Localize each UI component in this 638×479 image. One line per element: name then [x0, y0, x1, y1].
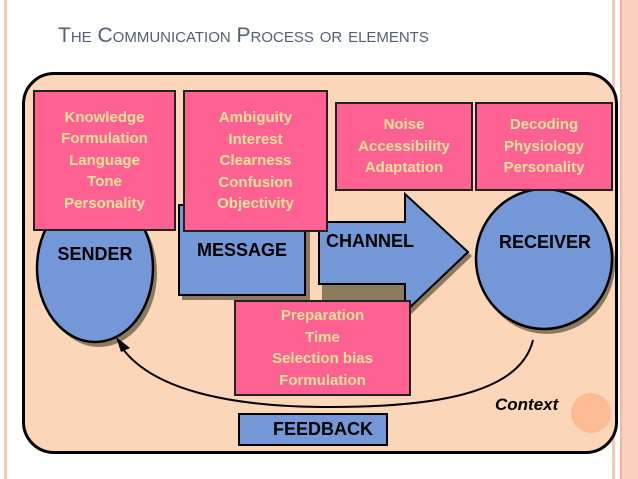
- factor: Interest: [228, 130, 283, 148]
- factor: Objectivity: [217, 195, 294, 213]
- decorative-circle: [571, 393, 611, 433]
- slide-title: The Communication Process or elements: [58, 24, 429, 47]
- factor: Confusion: [218, 173, 293, 191]
- factor: Formulation: [61, 130, 148, 148]
- slide-left-border: [4, 0, 7, 479]
- sender-label: SENDER: [57, 244, 133, 264]
- factor: Physiology: [503, 137, 585, 155]
- factor: Personality: [503, 159, 585, 177]
- factor: Formulation: [279, 371, 366, 389]
- channel-label: CHANNEL: [326, 231, 414, 251]
- factor: Time: [305, 328, 340, 346]
- feedback-box: FEEDBACK: [238, 413, 388, 446]
- feedback-curve: [119, 339, 534, 409]
- feedback-label: FEEDBACK: [272, 419, 373, 439]
- factor: Ambiguity: [218, 109, 293, 127]
- context-label: Context: [495, 395, 559, 414]
- factor: Knowledge: [64, 108, 145, 126]
- message-factors-box: Ambiguity Interest Clearness Confusion O…: [183, 90, 328, 232]
- channel-arrow: [318, 191, 470, 315]
- factor: Adaptation: [364, 159, 444, 177]
- factor: Noise: [383, 116, 425, 134]
- factor: Accessibility: [358, 137, 450, 155]
- factor: Clearness: [219, 152, 292, 170]
- feedback-arrowhead: [116, 337, 130, 352]
- factor: Decoding: [509, 116, 579, 134]
- slide-right-band: [620, 0, 638, 479]
- channel-factors-box: Noise Accessibility Adaptation: [335, 102, 473, 191]
- receiver-ellipse: [474, 187, 614, 331]
- factor: Tone: [87, 173, 122, 191]
- sender-factors-box: Knowledge Formulation Language Tone Pers…: [33, 90, 176, 231]
- factor: Language: [69, 151, 140, 169]
- receiver-factors-box: Decoding Physiology Personality: [475, 102, 613, 191]
- factor: Selection bias: [272, 350, 373, 367]
- message-label: MESSAGE: [196, 239, 288, 260]
- receiver-label: RECEIVER: [498, 232, 592, 252]
- feedback-factors-box: Preparation Time Selection bias Formulat…: [234, 300, 411, 396]
- factor: Personality: [64, 194, 145, 212]
- factor: Preparation: [280, 307, 365, 324]
